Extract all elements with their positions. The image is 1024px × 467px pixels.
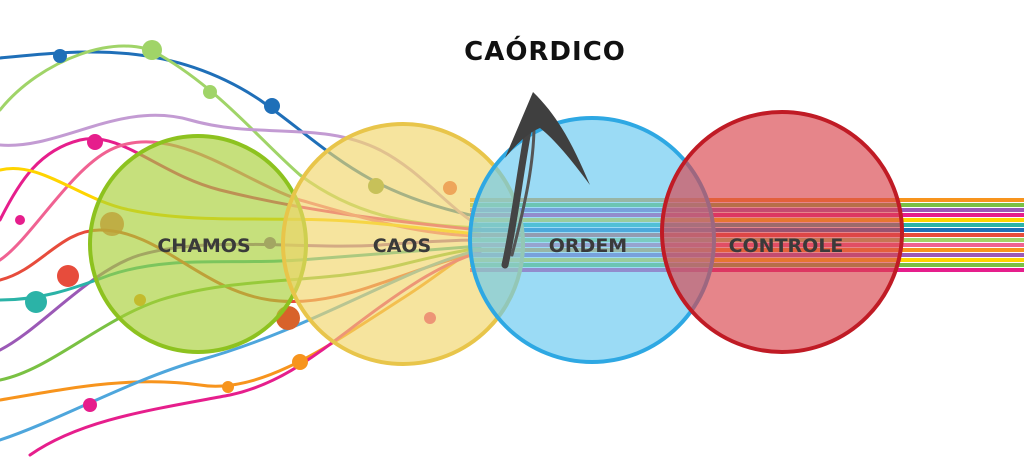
strand-dot xyxy=(83,398,97,412)
ordem-label: ORDEM xyxy=(549,235,627,257)
chamos-label: CHAMOS xyxy=(157,235,250,257)
strand-dot xyxy=(53,49,67,63)
caordico-label: CAÓRDICO xyxy=(464,35,626,67)
strand-dot xyxy=(203,85,217,99)
strand-dot xyxy=(222,381,234,393)
controle-circle xyxy=(660,110,904,354)
arrow-stroke-2 xyxy=(510,116,536,257)
controle-label: CONTROLE xyxy=(729,235,844,257)
caos-label: CAOS xyxy=(373,235,431,257)
stage-circles xyxy=(88,110,904,366)
strand-dot xyxy=(15,215,25,225)
strand-dot xyxy=(25,291,47,313)
arrow-head-icon xyxy=(505,92,590,185)
strand-dot xyxy=(87,134,103,150)
strand-dot xyxy=(142,40,162,60)
arrow-stroke xyxy=(501,116,534,269)
strand-dot xyxy=(57,265,79,287)
strand-dot xyxy=(264,98,280,114)
strand-dot xyxy=(292,354,308,370)
caordico-arrow xyxy=(501,92,590,269)
